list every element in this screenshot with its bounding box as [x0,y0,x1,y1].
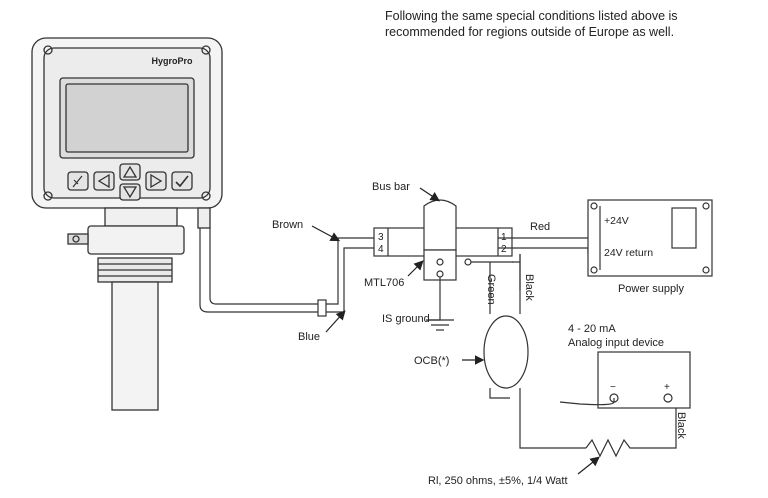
bus-bar [423,199,457,251]
note-line-1: Following the same special conditions li… [385,9,678,23]
mtl706-label: MTL706 [364,277,404,289]
ground-lug [67,233,89,245]
brown-wire-label: Brown [272,219,303,231]
sensor-collar [87,225,185,255]
sensor-probe [111,281,159,411]
power-supply-label: Power supply [618,283,685,295]
terminal-4: 4 [378,244,384,255]
screw-icon [201,45,211,55]
power-24v-return: 24V return [604,247,653,259]
signal-cable [199,228,376,317]
blue-arrow [325,310,346,333]
cable-gland [197,207,211,229]
checkmark-icon [175,175,189,188]
mount-hole-icon [702,266,710,274]
escape-icon [72,175,83,188]
note-line-2: recommended for regions outside of Europ… [385,25,675,39]
mount-hole-icon [702,202,710,210]
right-key [145,171,167,191]
ocb-label: OCB(*) [414,355,449,367]
instruction-note: Following the same special conditions li… [385,8,678,40]
bus-bar-arrow [419,187,440,202]
analog-minus-pin: − [610,382,616,393]
power-supply [587,199,713,277]
arrow-left-icon [97,173,110,189]
display-screen-inner [65,83,189,153]
ground-screw-icon [72,235,80,243]
analog-device-body [597,351,691,409]
terminal-screw-icon [464,258,472,266]
is-ground-label: IS ground [382,313,430,325]
power-supply-panel [671,207,697,249]
terminal-2: 2 [501,244,507,255]
analog-label-line1: 4 - 20 mA [568,323,616,335]
analog-label-line2: Analog input device [568,337,664,349]
brown-arrow [311,225,341,242]
device-brand: HygroPro [151,56,193,66]
mount-hole-icon [590,266,598,274]
mtl706-arrow [407,260,424,277]
ocb-component [483,315,529,389]
leader-arrows [311,187,600,475]
terminal-3: 3 [378,232,384,243]
ocb-branch [483,254,691,458]
arrow-right-icon [150,173,163,189]
sensor-neck [104,207,178,227]
arrow-down-icon [122,186,138,199]
analog-plus-pin: + [664,382,670,393]
black-wire-label-right: Black [675,412,687,439]
hygropro-transmitter [31,37,223,411]
ground-terminal-icon [436,258,444,266]
bus-bar-label: Bus bar [372,181,410,193]
arrow-up-icon [122,165,138,178]
black-wire-label-top: Black [523,274,535,301]
screw-icon [201,191,211,201]
terminal-1: 1 [501,232,507,243]
plus-terminal-icon [663,393,673,403]
left-key [93,171,115,191]
resistor-label: Rl, 250 ohms, ±5%, 1/4 Watt [428,475,568,487]
resistor-symbol [585,398,677,458]
resistor-arrow [577,456,600,475]
screw-icon [43,45,53,55]
mount-hole-icon [590,202,598,210]
blue-wire-label: Blue [298,331,320,343]
red-wire-label: Red [530,221,550,233]
green-wire-label: Green [485,274,497,305]
mtl706-barrier [373,199,589,331]
power-supply-body [587,199,713,277]
power-plus-24v: +24V [604,215,629,227]
enter-key [171,171,193,191]
screw-icon [43,191,53,201]
